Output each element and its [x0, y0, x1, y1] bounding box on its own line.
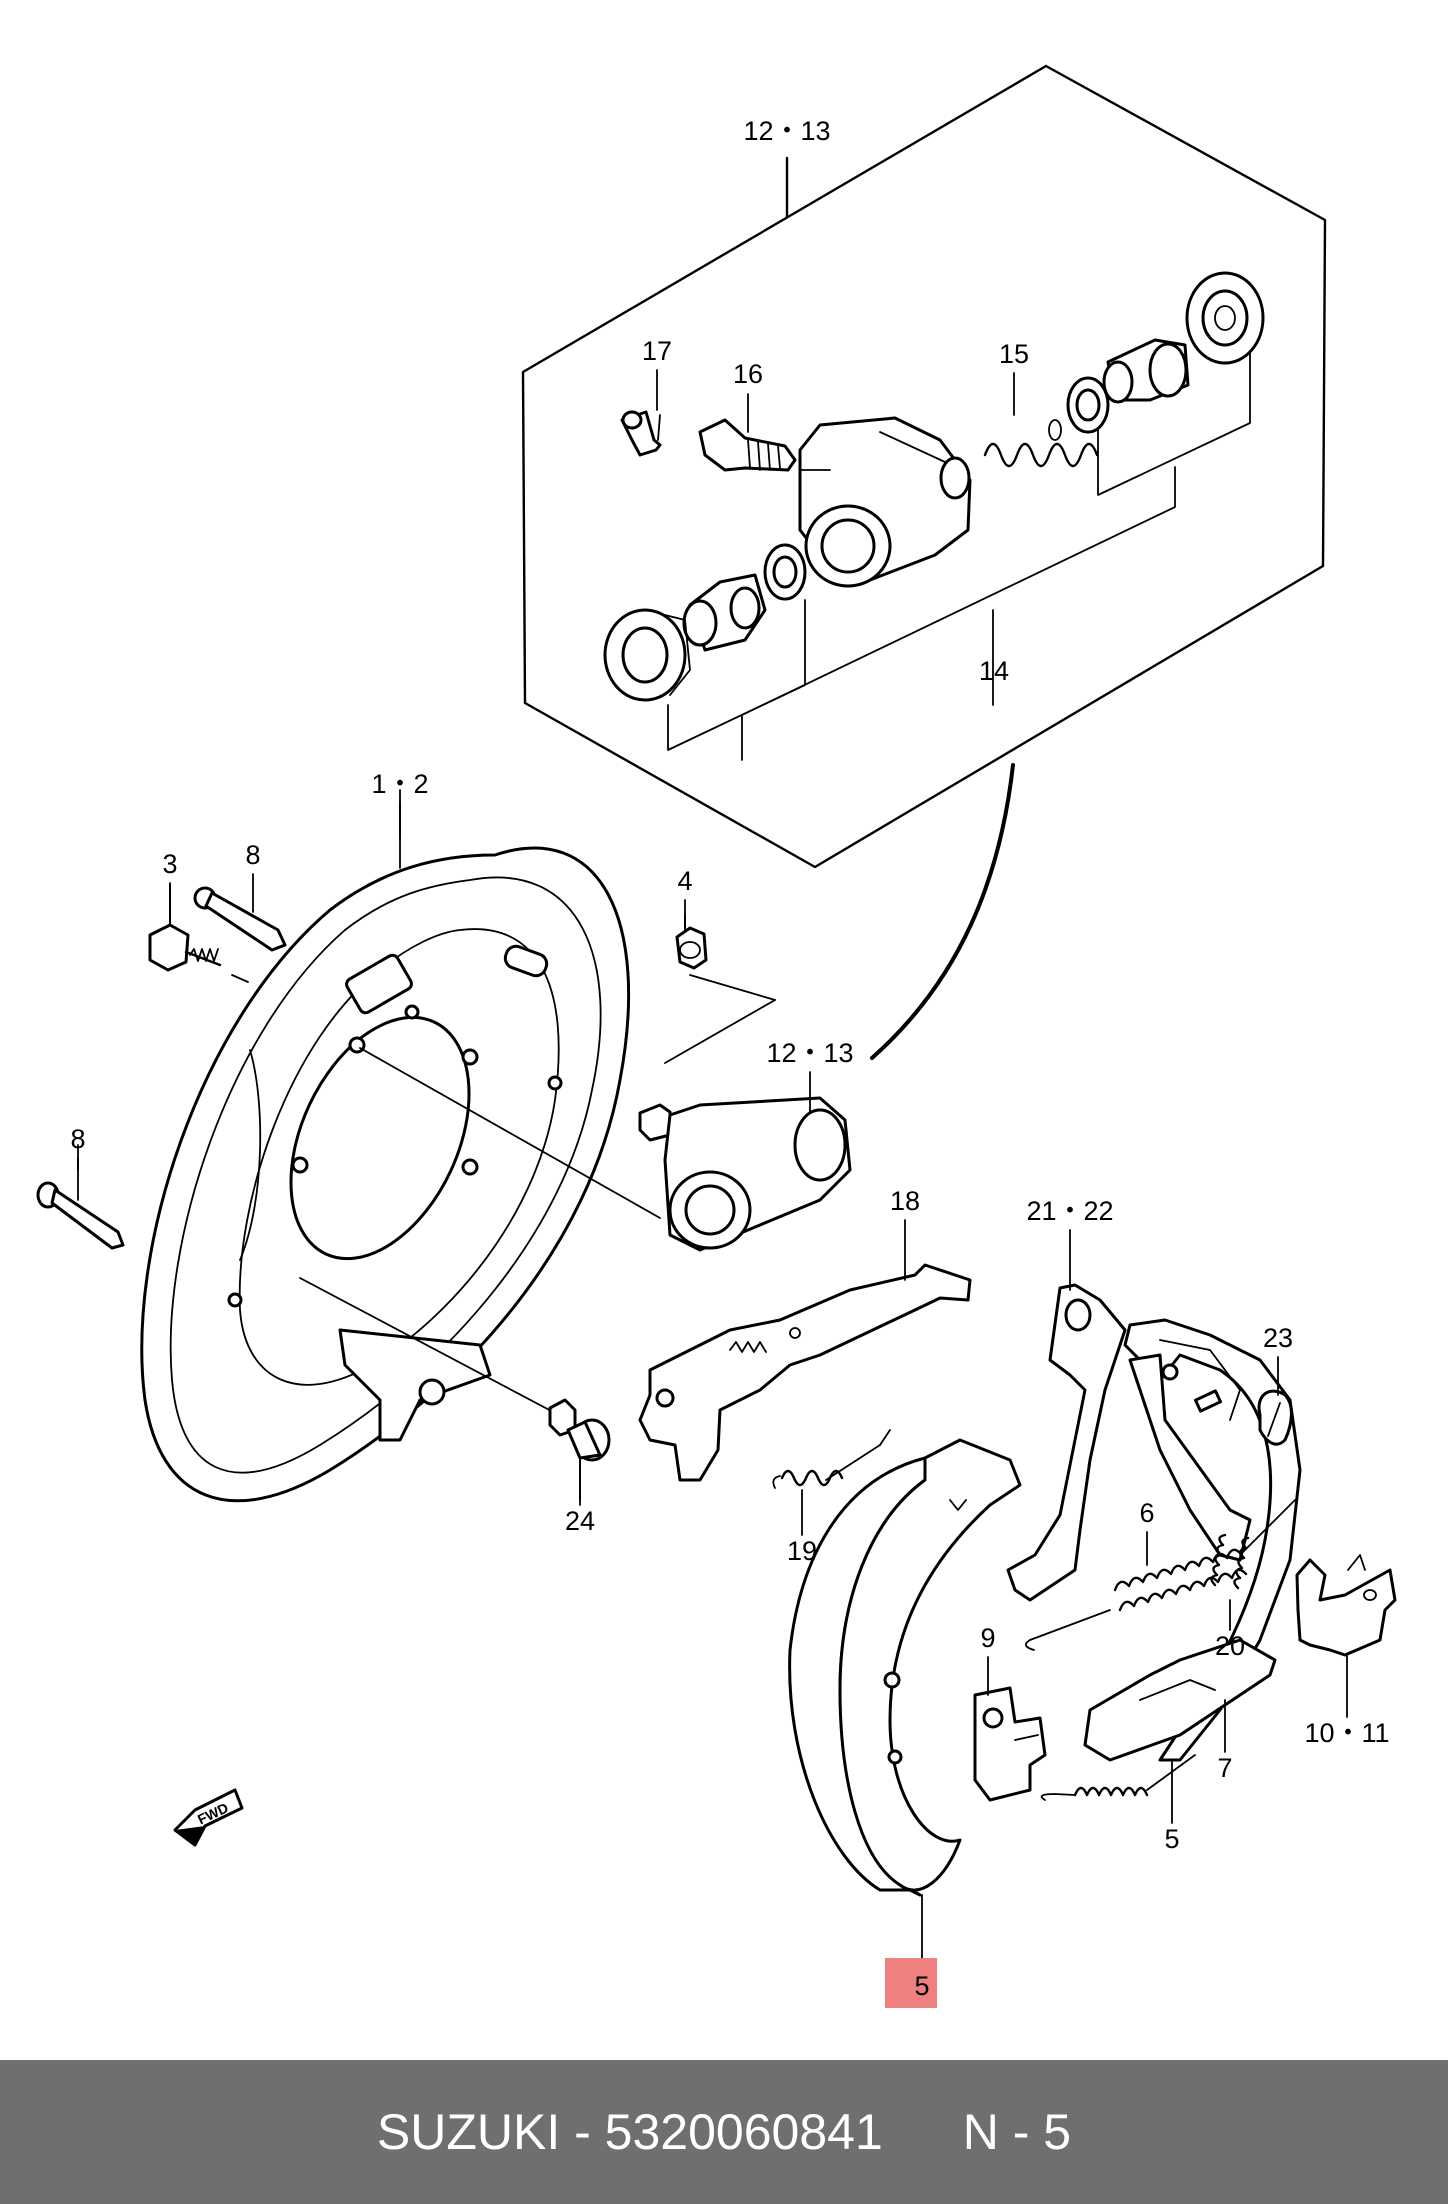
spring-20-part — [1210, 1533, 1250, 1590]
wheel-cylinder-inset — [521, 64, 1327, 1060]
nut-4-part — [675, 926, 708, 970]
callout-labels: 12・13 17 16 15 14 1・2 3 8 4 12・13 8 18 2… — [70, 116, 1390, 2008]
piston-left-part — [682, 573, 767, 652]
dust-boot-right-part — [1185, 271, 1265, 365]
callout-1-2: 1・2 — [371, 769, 428, 799]
cup-seal-right-part — [1066, 376, 1110, 434]
bleeder-screw-part — [698, 418, 797, 472]
retainer-9-part — [973, 1686, 1047, 1802]
callout-12-13: 12・13 — [766, 1038, 853, 1068]
cylinder-body-part — [798, 416, 972, 588]
bolt-3-part — [148, 923, 249, 983]
fwd-arrow-icon: FWD — [173, 1788, 244, 1847]
cup-seal-left-part — [763, 543, 807, 601]
callout-21-22: 21・22 — [1026, 1196, 1113, 1226]
strut-7-part — [1083, 1638, 1277, 1762]
footer-brand-part-number: SUZUKI - 5320060841 — [376, 2104, 883, 2160]
callout-23: 23 — [1263, 1323, 1293, 1353]
spring-19-part — [772, 1429, 891, 1489]
brake-shoe-5-highlight-part — [788, 1438, 1022, 1897]
dust-boot-left-part — [603, 608, 691, 702]
callout-7: 7 — [1217, 1753, 1232, 1783]
callout-10-11: 10・11 — [1304, 1718, 1389, 1748]
backing-plate-part — [140, 846, 631, 1503]
callout-8-top: 8 — [245, 840, 260, 870]
bleeder-cap-part — [620, 410, 662, 457]
spring-lower-part — [1040, 1754, 1196, 1801]
callout-5-highlight: 5 — [914, 1971, 929, 2001]
wheel-cylinder-assembled-part — [638, 1096, 852, 1252]
piston-right-part — [1102, 338, 1190, 404]
bolt-8-left-part — [36, 1181, 125, 1250]
callout-18: 18 — [890, 1186, 920, 1216]
callout-20: 20 — [1215, 1631, 1245, 1661]
callout-12-13-top: 12・13 — [743, 116, 830, 146]
callout-14: 14 — [979, 656, 1009, 686]
brake-shoe-5-secondary-part — [1123, 1318, 1302, 1762]
callout-24: 24 — [565, 1506, 595, 1536]
footer-bar: SUZUKI - 5320060841 N - 5 — [0, 2060, 1448, 2204]
callout-16: 16 — [733, 359, 763, 389]
clip-23-part — [1257, 1389, 1293, 1446]
bolt-24-part — [548, 1398, 611, 1462]
spring-part — [983, 419, 1099, 468]
callout-4: 4 — [677, 866, 692, 896]
parking-lever-21-22-part — [1006, 1283, 1127, 1602]
clip-10-11-part — [1295, 1554, 1397, 1657]
brake-assembly-diagram: FWD 12・13 17 16 15 14 1・2 3 8 4 12・13 8 … — [36, 64, 1397, 2008]
callout-3: 3 — [162, 849, 177, 879]
callout-5: 5 — [1164, 1824, 1179, 1854]
highlight-box — [885, 1958, 937, 2008]
bolt-8-top-part — [193, 886, 287, 952]
callout-17: 17 — [642, 336, 672, 366]
callout-8-left: 8 — [70, 1124, 85, 1154]
callout-9: 9 — [980, 1623, 995, 1653]
footer-diagram-ref: N - 5 — [962, 2104, 1072, 2160]
callout-19: 19 — [787, 1536, 817, 1566]
adjuster-lever-18-part — [638, 1263, 972, 1482]
callout-15: 15 — [999, 339, 1029, 369]
callout-6: 6 — [1139, 1498, 1154, 1528]
